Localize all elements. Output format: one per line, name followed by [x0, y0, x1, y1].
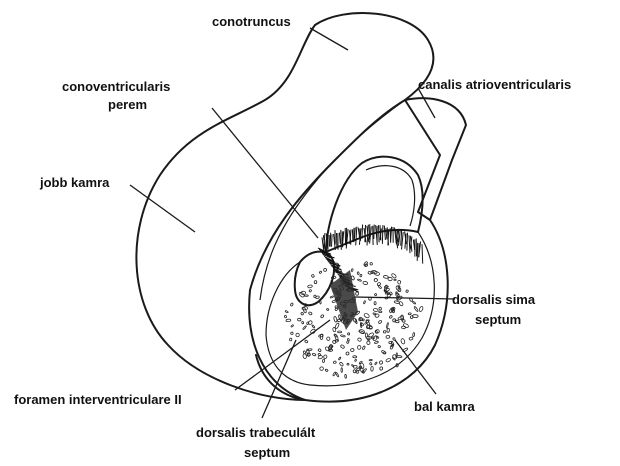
leader-conotruncus	[310, 28, 348, 50]
conoventricular-fold-fibers	[318, 224, 423, 292]
label-bal-kamra: bal kamra	[414, 399, 475, 414]
leader-conoventricularis	[212, 108, 318, 238]
label-dorsalis-trabecult: dorsalis trabeculált	[196, 425, 316, 440]
leader-dorsalis-sima	[355, 297, 455, 299]
label-canalis-atrioventricularis: canalis atrioventricularis	[418, 77, 571, 92]
label-perem: perem	[108, 97, 147, 112]
label-foramen-interventriculare: foramen interventriculare II	[14, 392, 182, 407]
label-conotruncus: conotruncus	[212, 14, 291, 29]
atrioventricular-opening-inner	[366, 166, 415, 226]
leader-canalis	[418, 88, 435, 118]
label-conoventricularis: conoventricularis	[62, 79, 170, 94]
label-dorsalis-sima: dorsalis sima	[452, 292, 536, 307]
label-dorsalis-sima-septum: septum	[475, 312, 521, 327]
conoventricular-ridge-line	[260, 100, 405, 300]
label-dorsalis-trabecult-septum: septum	[244, 445, 290, 460]
label-jobb-kamra: jobb kamra	[39, 175, 110, 190]
